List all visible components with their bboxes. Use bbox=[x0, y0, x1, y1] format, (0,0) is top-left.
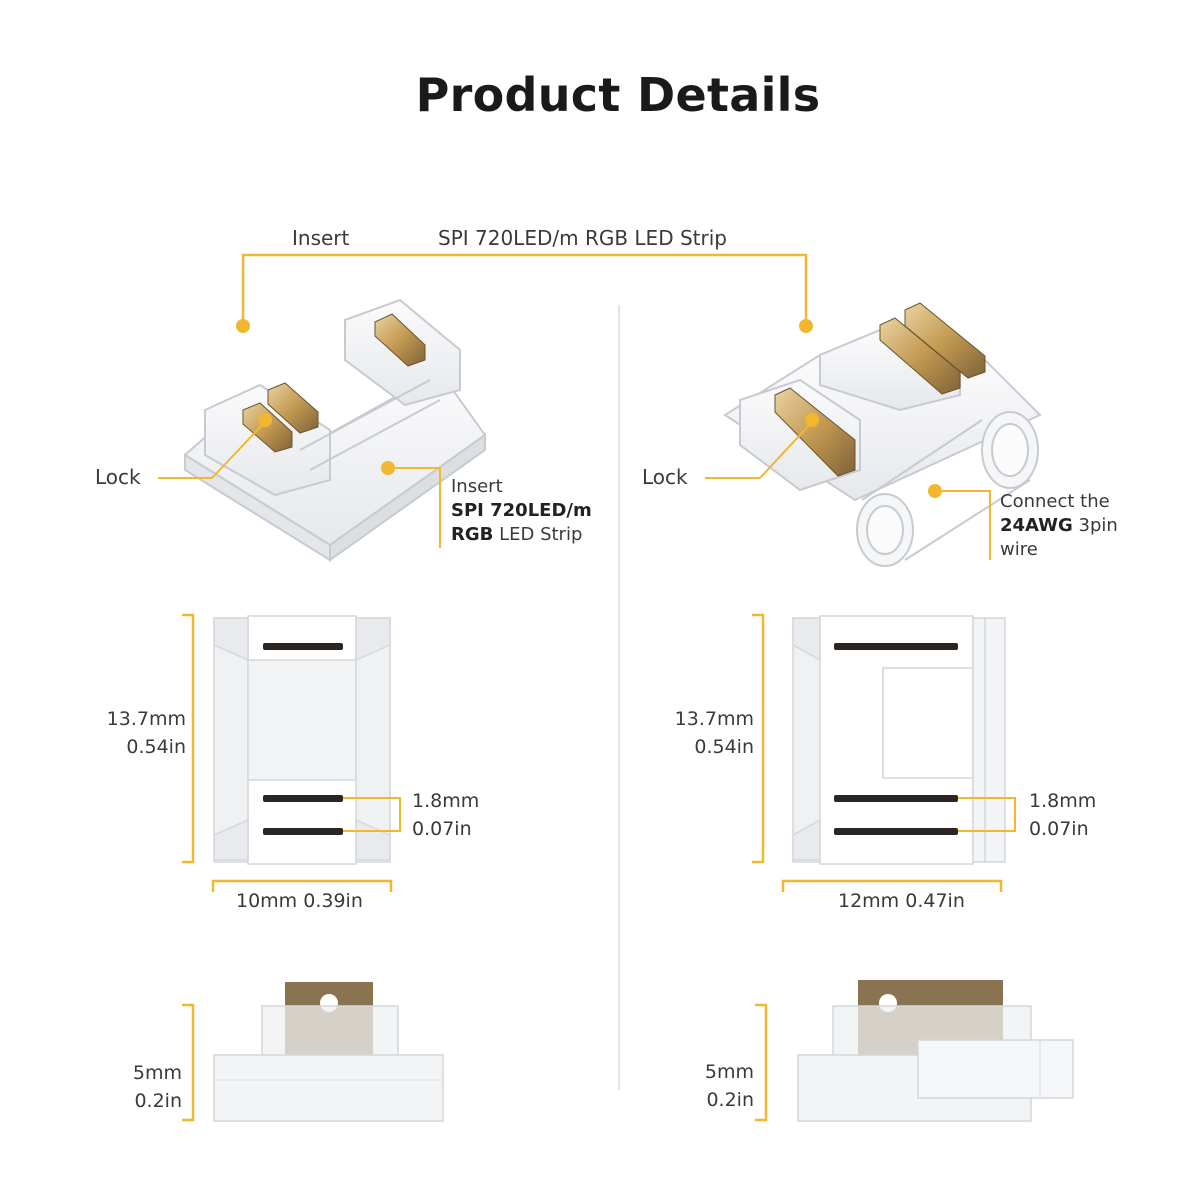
right-thickness-in: 0.2in bbox=[706, 1089, 754, 1111]
bracket-dot-right bbox=[799, 319, 813, 333]
top-insert-label: Insert bbox=[292, 226, 350, 250]
page-title: Product Details bbox=[415, 68, 821, 122]
right-width-label: 12mm 0.47in bbox=[838, 890, 965, 912]
right-top-view bbox=[792, 615, 1006, 865]
right-side-view bbox=[797, 980, 1074, 1122]
right-pitch-mm: 1.8mm bbox=[1029, 790, 1097, 812]
left-lock-dot bbox=[258, 413, 272, 427]
left-pitch-in: 0.07in bbox=[412, 818, 472, 840]
top-strip-label: SPI 720LED/m RGB LED Strip bbox=[438, 226, 727, 250]
left-insert-line1: Insert bbox=[451, 476, 503, 497]
right-connect-awg: 24AWG bbox=[1000, 515, 1073, 536]
left-insert-rgb: RGB bbox=[451, 524, 494, 545]
right-connect-3pin: 3pin bbox=[1072, 515, 1118, 536]
right-top-slots bbox=[834, 643, 958, 835]
left-height-in: 0.54in bbox=[126, 736, 186, 758]
right-pitch-in: 0.07in bbox=[1029, 818, 1089, 840]
right-height-mm: 13.7mm bbox=[674, 708, 754, 730]
right-thickness-mm: 5mm bbox=[704, 1061, 754, 1083]
right-connect-line1: Connect the bbox=[1000, 491, 1110, 512]
left-width-label: 10mm 0.39in bbox=[236, 890, 363, 912]
bracket-dot-left bbox=[236, 319, 250, 333]
right-connect-line3: wire bbox=[1000, 539, 1038, 560]
right-height-in: 0.54in bbox=[694, 736, 754, 758]
left-insert-led-strip: LED Strip bbox=[493, 524, 583, 545]
left-height-mm: 13.7mm bbox=[106, 708, 186, 730]
left-insert-line2: SPI 720LED/m bbox=[451, 500, 592, 521]
right-contacts-3d bbox=[774, 302, 986, 477]
left-side-view bbox=[213, 982, 444, 1122]
left-top-slots bbox=[263, 643, 343, 835]
left-lock-label: Lock bbox=[95, 465, 141, 489]
right-connect-line2: 24AWG 3pin bbox=[1000, 514, 1118, 538]
left-pitch-mm: 1.8mm bbox=[412, 790, 480, 812]
top-bracket-line bbox=[241, 253, 808, 325]
right-lock-dot bbox=[805, 413, 819, 427]
left-insert-line3: RGB LED Strip bbox=[451, 523, 582, 547]
left-thickness-mm: 5mm bbox=[132, 1062, 182, 1084]
left-top-view bbox=[213, 615, 391, 865]
left-contacts-3d bbox=[242, 313, 426, 453]
left-thickness-in: 0.2in bbox=[134, 1090, 182, 1112]
right-lock-label: Lock bbox=[642, 465, 688, 489]
right-connector-3d bbox=[723, 328, 1042, 567]
